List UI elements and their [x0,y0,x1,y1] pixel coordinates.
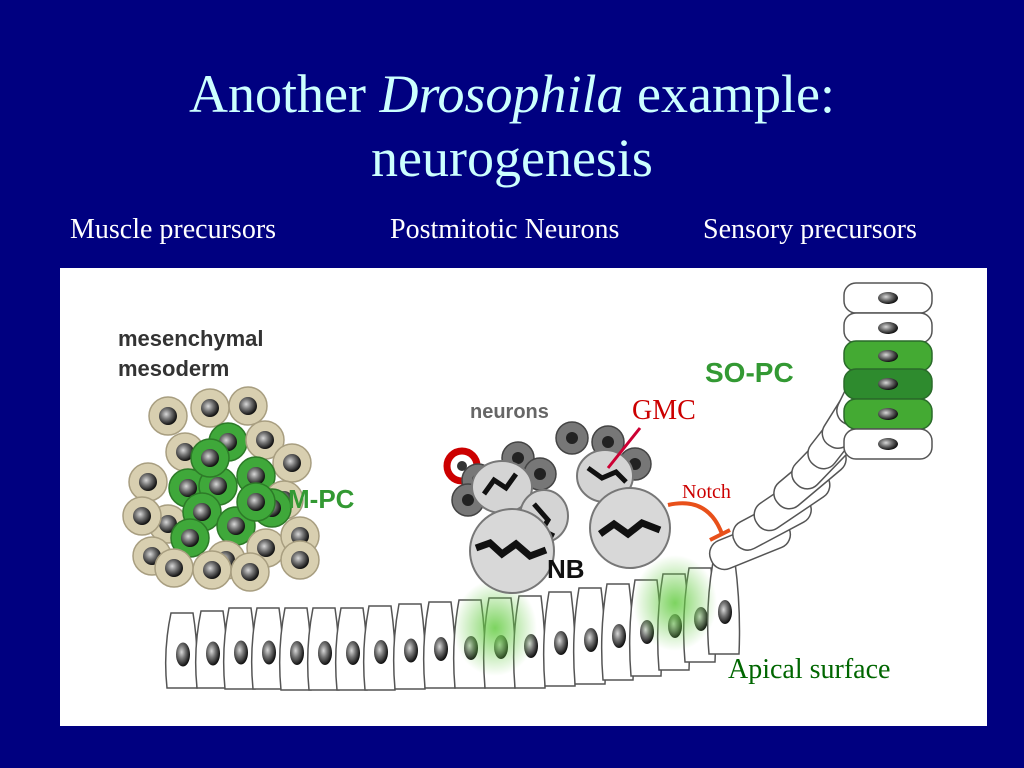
label-sensory-precursors: Sensory precursors [703,214,917,245]
mpc-cell [190,438,230,478]
epithelial-cell [362,605,397,691]
epithelial-cell [600,583,635,681]
epithelial-cell [194,610,229,689]
mesoderm-cell [192,550,232,590]
mpc-cell [170,518,210,558]
epithelial-cell [843,282,933,314]
notch-label: Notch [682,481,731,503]
mesoderm-cell [154,548,194,588]
mesoderm-cell [280,540,320,580]
nb-label: NB [547,554,585,584]
mesoderm-cell [122,496,162,536]
notch-arrow [667,501,724,535]
epithelial-cell [164,612,199,689]
epithelial-cell [392,603,427,690]
epithelial-cell [306,607,341,691]
epithelial-cell [422,601,457,689]
sopc-cell [843,398,933,430]
sopc-cell [843,340,933,372]
gmc-label: GMC [632,395,696,426]
epithelial-cell [542,591,577,687]
mesoderm-label-1: mesenchymal [118,326,264,351]
apical-surface-label: Apical surface [728,654,890,685]
title-suffix: example: [637,64,835,124]
neurons-label: neurons [470,401,549,423]
mesoderm-cell [272,443,312,483]
mpc-cell [236,482,276,522]
gmc-pointer [606,427,642,469]
epithelial-cell [222,607,257,690]
title-line-2: neurogenesis [371,128,653,188]
mesoderm-cell [190,388,230,428]
mesoderm-cell [228,386,268,426]
slide-title: Another Drosophila example: neurogenesis [0,62,1024,190]
sopc-label: SO-PC [705,357,794,388]
notch-bar [709,528,731,542]
title-line-1: Another Drosophila example: [0,62,1024,126]
mesoderm-cell [148,396,188,436]
neuron-cluster [443,421,671,594]
label-muscle-precursors: Muscle precursors [70,214,277,245]
mesoderm-cell [230,552,270,592]
sopc-cell [843,368,933,400]
mesoderm-label-2: mesoderm [118,356,229,381]
label-postmitotic-neurons: Postmitotic Neurons [390,214,620,245]
mesoderm-cell [128,462,168,502]
epithelial-cell [334,607,369,691]
mpc-label: M-PC [288,484,355,514]
neurogenesis-diagram: mesenchymal mesoderm M-PC neurons NB GMC [118,282,933,691]
epithelial-cell [843,312,933,344]
title-prefix: Another [189,64,366,124]
mesoderm-cells [122,386,320,592]
epithelial-cell [278,607,313,691]
diagram-panel: mesenchymal mesoderm M-PC neurons NB GMC [60,268,987,726]
neuron-cell [555,421,589,455]
epithelial-cell [250,607,285,690]
title-italic: Drosophila [379,64,624,124]
green-glow-left [453,580,537,676]
epithelial-cell [843,428,933,460]
epithelial-cell [572,587,607,685]
green-glow-right [633,555,717,651]
